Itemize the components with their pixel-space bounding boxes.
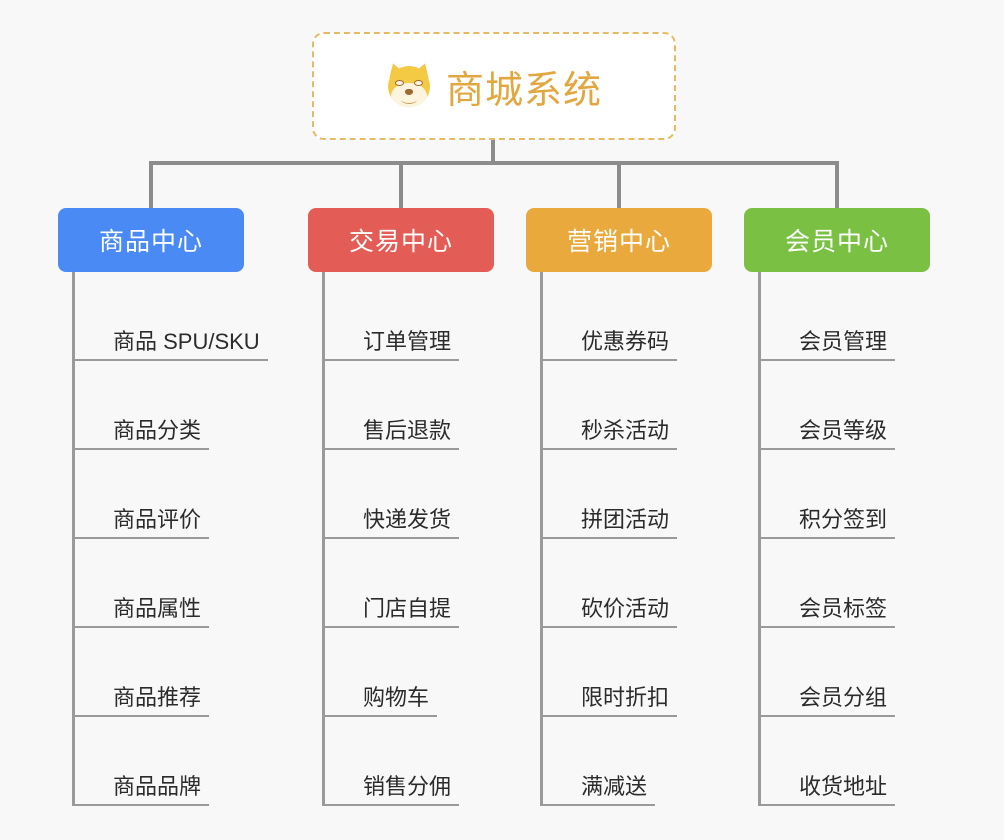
leaf-label: 商品评价 [75, 507, 210, 539]
leaf-label: 秒杀活动 [543, 418, 678, 450]
branch-header-label-4: 会员中心 [784, 228, 889, 256]
root-node[interactable]: 商城系统 [312, 32, 676, 140]
leaf-label: 商品属性 [75, 596, 210, 628]
branch-items-1: 商品 SPU/SKU 商品分类 商品评价 商品属性 商品推荐 商品品牌 [72, 272, 268, 806]
leaf-item[interactable]: 收货地址 [761, 717, 930, 806]
leaf-item[interactable]: 商品 SPU/SKU [75, 272, 268, 361]
leaf-item[interactable]: 售后退款 [325, 361, 494, 450]
leaf-item[interactable]: 商品属性 [75, 539, 268, 628]
leaf-label: 门店自提 [325, 596, 460, 628]
leaf-item[interactable]: 优惠券码 [543, 272, 712, 361]
branch-header-label-2: 交易中心 [348, 228, 453, 256]
leaf-label: 会员标签 [761, 596, 896, 628]
connector-drop-2 [399, 161, 403, 209]
leaf-label: 快递发货 [325, 507, 460, 539]
dog-face-icon [385, 60, 433, 109]
leaf-label: 销售分佣 [325, 774, 460, 806]
leaf-label: 商品品牌 [75, 774, 210, 806]
leaf-item[interactable]: 商品品牌 [75, 717, 268, 806]
leaf-item[interactable]: 订单管理 [325, 272, 494, 361]
leaf-item[interactable]: 会员分组 [761, 628, 930, 717]
leaf-label: 优惠券码 [543, 329, 678, 361]
branch-header-1[interactable]: 商品中心 [58, 208, 244, 272]
leaf-label: 满减送 [543, 774, 656, 806]
leaf-label: 会员管理 [761, 329, 896, 361]
leaf-label: 商品分类 [75, 418, 210, 450]
branch-column-1: 商品中心 商品 SPU/SKU 商品分类 商品评价 商品属性 商品推荐 商品品牌 [58, 208, 268, 806]
leaf-label: 商品 SPU/SKU [75, 329, 268, 361]
leaf-item[interactable]: 限时折扣 [543, 628, 712, 717]
connector-drop-3 [617, 161, 621, 209]
leaf-item[interactable]: 商品分类 [75, 361, 268, 450]
leaf-item[interactable]: 满减送 [543, 717, 712, 806]
leaf-item[interactable]: 门店自提 [325, 539, 494, 628]
leaf-item[interactable]: 商品评价 [75, 450, 268, 539]
leaf-label: 积分签到 [761, 507, 896, 539]
leaf-item[interactable]: 快递发货 [325, 450, 494, 539]
leaf-item[interactable]: 会员等级 [761, 361, 930, 450]
leaf-label: 收货地址 [761, 774, 896, 806]
leaf-item[interactable]: 销售分佣 [325, 717, 494, 806]
leaf-label: 商品推荐 [75, 685, 210, 717]
leaf-label: 会员分组 [761, 685, 896, 717]
leaf-label: 拼团活动 [543, 507, 678, 539]
root-title: 商城系统 [445, 69, 602, 112]
leaf-label: 售后退款 [325, 418, 460, 450]
connector-root-stem [491, 140, 495, 164]
branch-header-label-3: 营销中心 [566, 228, 671, 256]
leaf-label: 购物车 [325, 685, 438, 717]
leaf-label: 砍价活动 [543, 596, 678, 628]
branch-column-3: 营销中心 优惠券码 秒杀活动 拼团活动 砍价活动 限时折扣 满减送 [526, 208, 712, 806]
connector-drop-1 [149, 161, 153, 209]
branch-column-4: 会员中心 会员管理 会员等级 积分签到 会员标签 会员分组 收货地址 [744, 208, 930, 806]
leaf-label: 会员等级 [761, 418, 896, 450]
leaf-label: 订单管理 [325, 329, 460, 361]
leaf-item[interactable]: 拼团活动 [543, 450, 712, 539]
leaf-item[interactable]: 会员管理 [761, 272, 930, 361]
leaf-label: 限时折扣 [543, 685, 678, 717]
leaf-item[interactable]: 积分签到 [761, 450, 930, 539]
leaf-item[interactable]: 购物车 [325, 628, 494, 717]
leaf-item[interactable]: 会员标签 [761, 539, 930, 628]
branch-items-4: 会员管理 会员等级 积分签到 会员标签 会员分组 收货地址 [758, 272, 930, 806]
branch-items-2: 订单管理 售后退款 快递发货 门店自提 购物车 销售分佣 [322, 272, 494, 806]
leaf-item[interactable]: 砍价活动 [543, 539, 712, 628]
connector-horizontal-bus [149, 161, 839, 165]
branch-header-label-1: 商品中心 [98, 228, 203, 256]
branch-header-3[interactable]: 营销中心 [526, 208, 712, 272]
branch-header-2[interactable]: 交易中心 [308, 208, 494, 272]
connector-drop-4 [835, 161, 839, 209]
leaf-item[interactable]: 商品推荐 [75, 628, 268, 717]
branch-items-3: 优惠券码 秒杀活动 拼团活动 砍价活动 限时折扣 满减送 [540, 272, 712, 806]
leaf-item[interactable]: 秒杀活动 [543, 361, 712, 450]
branch-header-4[interactable]: 会员中心 [744, 208, 930, 272]
branch-column-2: 交易中心 订单管理 售后退款 快递发货 门店自提 购物车 销售分佣 [308, 208, 494, 806]
